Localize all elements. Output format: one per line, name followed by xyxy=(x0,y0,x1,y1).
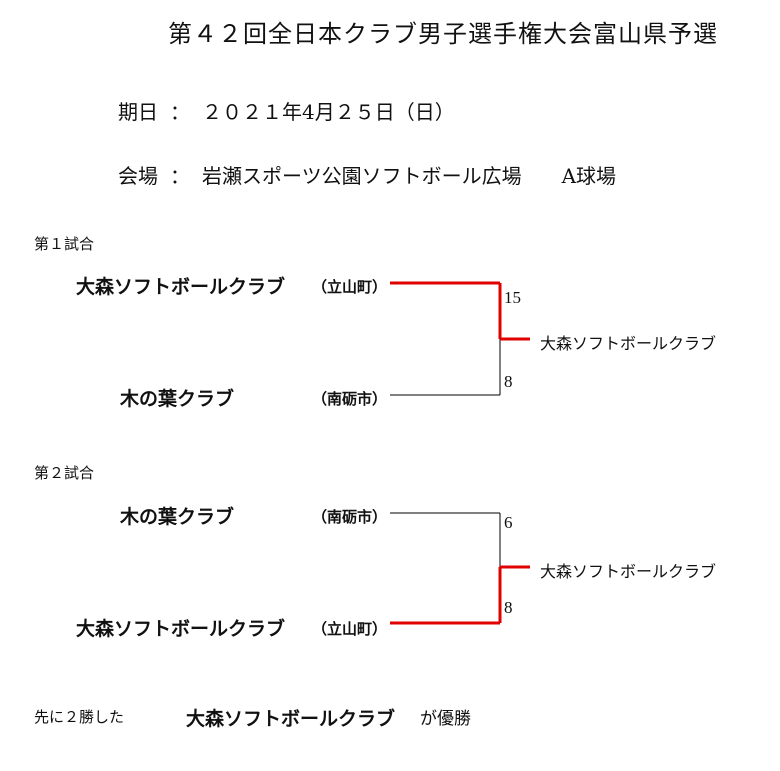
match-2-bottom-team: 大森ソフトボールクラブ xyxy=(76,618,286,640)
match-1-top-score: 15 xyxy=(504,288,521,307)
venue-label: 会場 xyxy=(118,164,158,188)
match-1-label: 第１試合 xyxy=(34,235,95,253)
match-2-bottom-location: （立山町） xyxy=(312,620,388,638)
date-separator: ： xyxy=(170,100,190,124)
footer-prefix: 先に２勝した xyxy=(34,708,125,726)
venue-separator: ： xyxy=(170,164,190,188)
match-1-winner: 大森ソフトボールクラブ xyxy=(540,334,717,353)
match-1-bottom-location: （南砺市） xyxy=(312,390,388,408)
match-1-top-team: 大森ソフトボールクラブ xyxy=(76,276,286,298)
match-2-bottom-score: 8 xyxy=(504,598,513,617)
match-2-top-team: 木の葉クラブ xyxy=(120,506,235,528)
venue-row: 会場 ： 岩瀬スポーツ公園ソフトボール広場 A球場 xyxy=(118,160,616,189)
match-2-label: 第２試合 xyxy=(34,464,95,482)
match-1-top-location: （立山町） xyxy=(312,278,388,296)
match-2-winner: 大森ソフトボールクラブ xyxy=(540,562,717,581)
page-title: 第４２回全日本クラブ男子選手権大会富山県予選 xyxy=(168,20,718,48)
match-1-bottom-score: 8 xyxy=(504,372,513,391)
venue-value: 岩瀬スポーツ公園ソフトボール広場 A球場 xyxy=(202,164,617,188)
date-label: 期日 xyxy=(118,100,158,124)
match-1-bottom-team: 木の葉クラブ xyxy=(120,388,235,410)
match-2-top-location: （南砺市） xyxy=(312,508,388,526)
date-row: 期日 ： ２０２１年4月２５日（日） xyxy=(118,96,455,125)
match-2-top-score: 6 xyxy=(504,513,513,532)
footer-suffix: が優勝 xyxy=(420,709,471,729)
date-value: ２０２１年4月２５日（日） xyxy=(202,100,455,124)
footer-champion: 大森ソフトボールクラブ xyxy=(186,708,396,730)
